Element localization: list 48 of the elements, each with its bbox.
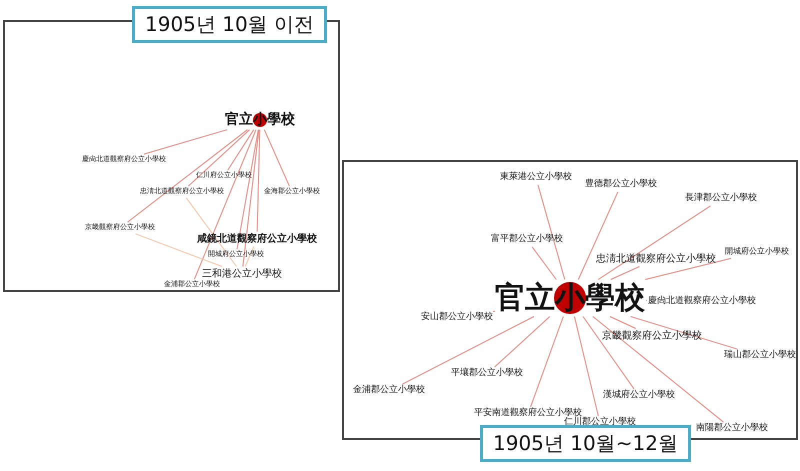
school-node-label: 慶尙北道觀察府公立小學校 bbox=[648, 297, 756, 307]
network-edge bbox=[592, 316, 724, 423]
panel-heading: 1905년 10월~12월 bbox=[480, 425, 691, 462]
school-node-label: 京畿觀察府公立小學校 bbox=[602, 330, 702, 342]
hub-node-label: 官立小學校 bbox=[225, 112, 295, 128]
network-edge bbox=[127, 129, 248, 223]
network-edge bbox=[256, 129, 260, 232]
school-node-label: 咸鏡北道觀察府公立小學校 bbox=[197, 234, 317, 244]
network-edge bbox=[574, 316, 599, 417]
panel-heading: 1905년 10월 이전 bbox=[132, 6, 328, 43]
network-edge bbox=[143, 129, 228, 155]
school-node-label: 仁川郡公立小學校 bbox=[564, 418, 636, 428]
network-edge bbox=[227, 129, 254, 171]
school-node-label: 金浦郡公立小學校 bbox=[353, 386, 425, 396]
network-edge bbox=[630, 316, 738, 350]
network-edge bbox=[492, 310, 496, 312]
school-node-label: 長津郡公立小學校 bbox=[685, 194, 757, 204]
school-node-label: 南陽郡公立小學校 bbox=[696, 424, 768, 434]
network-edge bbox=[194, 129, 256, 280]
school-node-label: 安山郡公立小學校 bbox=[421, 313, 493, 323]
network-edge bbox=[578, 191, 618, 280]
school-node-label: 富平郡公立小學校 bbox=[491, 235, 563, 245]
network-edge bbox=[609, 316, 636, 329]
network-edge bbox=[537, 184, 566, 280]
school-node-label: 三和港公立小學校 bbox=[202, 268, 282, 280]
network-edge bbox=[135, 233, 223, 267]
network-edge bbox=[530, 316, 564, 408]
school-node-label: 忠淸北道觀察府公立小學校 bbox=[596, 254, 716, 264]
network-edge bbox=[188, 129, 250, 187]
network-edge bbox=[598, 205, 711, 280]
network-edge bbox=[402, 316, 534, 385]
network-edge bbox=[610, 266, 640, 280]
school-node-label: 開城府公立小學校 bbox=[725, 248, 789, 256]
network-edge bbox=[494, 316, 550, 368]
network-edge bbox=[242, 129, 260, 267]
network-edge bbox=[582, 316, 635, 390]
network-edge bbox=[264, 129, 290, 187]
network-edge bbox=[532, 246, 557, 280]
hub-node-label: 官立小學校 bbox=[495, 282, 645, 314]
network-edge bbox=[186, 197, 237, 267]
network-edge bbox=[244, 246, 254, 267]
network-edge bbox=[644, 258, 732, 280]
school-node-label: 平壤郡公立小學校 bbox=[451, 369, 523, 379]
school-node-label: 豊德郡公立小學校 bbox=[585, 180, 657, 190]
school-node-label: 東萊港公立小學校 bbox=[500, 173, 572, 183]
school-node-label: 瑞山郡公立小學校 bbox=[724, 351, 796, 361]
school-node-label: 漢城府公立小學校 bbox=[603, 391, 675, 401]
network-edge bbox=[236, 129, 259, 250]
